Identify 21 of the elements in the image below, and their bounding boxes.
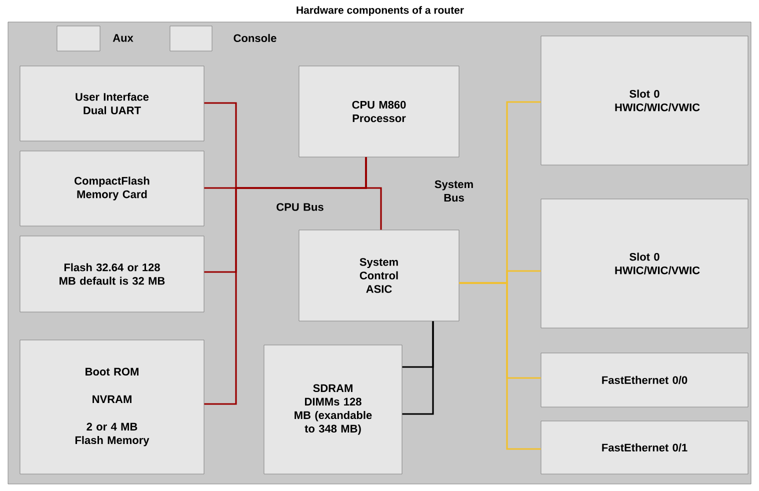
port-label: Aux — [112, 34, 134, 42]
bus-line — [459, 282, 541, 450]
component-box: SDRAM DIMMs 128 MB (exandable to 348 MB) — [264, 344, 402, 474]
port-box — [56, 26, 100, 52]
component-box: User Interface Dual UART — [20, 66, 204, 142]
component-box: CompactFlash Memory Card — [20, 150, 204, 226]
component-box: System Control ASIC — [298, 230, 460, 322]
port-label: Console — [234, 34, 276, 42]
bus-line — [365, 157, 382, 230]
component-box: FastEthernet 0/0 — [540, 352, 748, 408]
component-box: Boot ROM NVRAM 2 or 4 MB Flash Memory — [20, 340, 204, 474]
title: Hardware components of a router — [296, 6, 464, 16]
bus-label: System Bus — [434, 180, 473, 202]
component-box: FastEthernet 0/1 — [540, 420, 748, 474]
component-box: Slot 0 HWIC/WIC/VWIC — [540, 198, 748, 328]
bus-label: CPU Bus — [276, 203, 324, 211]
component-box: Slot 0 HWIC/WIC/VWIC — [540, 36, 748, 166]
component-box: CPU M860 Processor — [298, 66, 460, 158]
port-box — [170, 26, 212, 52]
component-box: Flash 32.64 or 128 MB default is 32 MB — [20, 236, 204, 312]
bus-line — [402, 321, 434, 415]
